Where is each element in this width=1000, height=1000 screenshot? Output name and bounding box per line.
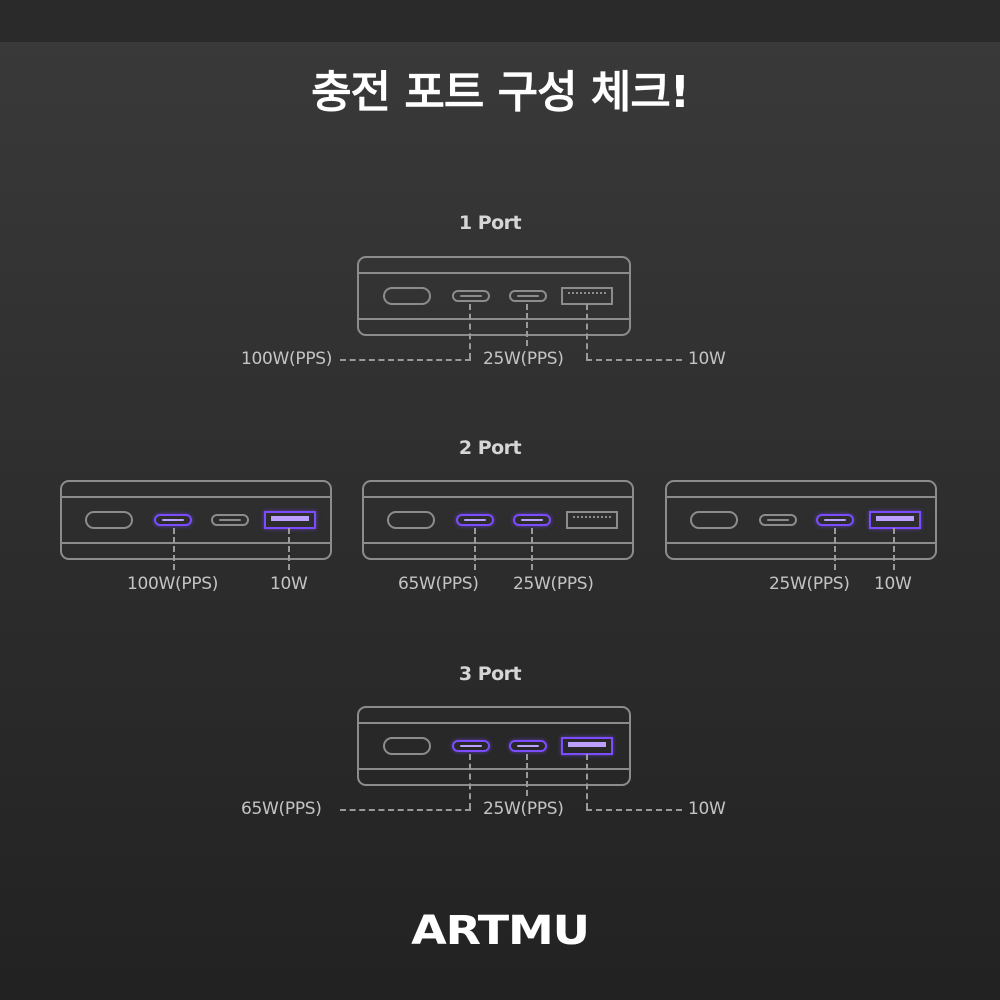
port-label: 10W <box>270 574 308 594</box>
usb-c-port-2-icon <box>211 514 249 526</box>
device-stripe-bottom <box>364 542 632 544</box>
section-label-2-port: 2 Port <box>458 437 522 459</box>
usb-a-port-icon <box>561 287 613 305</box>
power-button-icon <box>383 287 431 305</box>
device-stripe-bottom <box>667 542 935 544</box>
power-bank-1-port <box>357 256 631 336</box>
usb-c-port-2-icon <box>509 290 547 302</box>
device-stripe-top <box>364 496 632 498</box>
leader-line <box>474 528 476 570</box>
usb-c-port-1-icon <box>759 514 797 526</box>
leader-line <box>586 359 682 361</box>
usb-c-port-1-icon <box>154 514 192 526</box>
port-label: 25W(PPS) <box>513 574 594 594</box>
usb-c-port-1-icon <box>452 740 490 752</box>
usb-c-port-2-icon <box>513 514 551 526</box>
power-button-icon <box>383 737 431 755</box>
leader-line <box>469 754 471 809</box>
port-label: 25W(PPS) <box>769 574 850 594</box>
port-label: 100W(PPS) <box>127 574 219 594</box>
section-label-3-port: 3 Port <box>458 663 522 685</box>
usb-a-port-icon <box>561 737 613 755</box>
power-bank-2-port-a <box>60 480 332 560</box>
leader-line <box>173 528 175 570</box>
port-label: 65W(PPS) <box>398 574 479 594</box>
port-label: 10W <box>874 574 912 594</box>
leader-line <box>469 304 471 359</box>
power-button-icon <box>690 511 738 529</box>
device-stripe-bottom <box>359 318 629 320</box>
device-stripe-top <box>62 496 330 498</box>
port-label: 25W(PPS) <box>483 799 564 819</box>
port-label: 25W(PPS) <box>483 349 564 369</box>
port-label: 10W <box>688 799 726 819</box>
leader-line <box>526 754 528 796</box>
port-label: 10W <box>688 349 726 369</box>
usb-c-port-2-icon <box>816 514 854 526</box>
leader-line <box>340 359 471 361</box>
power-bank-2-port-b <box>362 480 634 560</box>
leader-line <box>834 528 836 570</box>
section-label-1-port: 1 Port <box>458 212 522 234</box>
leader-line <box>586 304 588 359</box>
leader-line <box>531 528 533 570</box>
device-stripe-bottom <box>359 768 629 770</box>
usb-a-port-icon <box>869 511 921 529</box>
port-label: 100W(PPS) <box>241 349 333 369</box>
leader-line <box>586 754 588 809</box>
device-stripe-bottom <box>62 542 330 544</box>
usb-a-port-icon <box>566 511 618 529</box>
usb-a-port-icon <box>264 511 316 529</box>
leader-line <box>288 528 290 570</box>
page-title: 충전 포트 구성 체크! <box>311 67 690 118</box>
top-bar <box>0 0 1000 42</box>
usb-c-port-1-icon <box>452 290 490 302</box>
usb-c-port-1-icon <box>456 514 494 526</box>
leader-line <box>586 809 682 811</box>
port-label: 65W(PPS) <box>241 799 322 819</box>
brand-logo: ARTMU <box>411 908 590 954</box>
leader-line <box>893 528 895 570</box>
device-stripe-top <box>667 496 935 498</box>
device-stripe-top <box>359 272 629 274</box>
power-button-icon <box>85 511 133 529</box>
leader-line <box>340 809 471 811</box>
power-bank-2-port-c <box>665 480 937 560</box>
power-bank-3-port <box>357 706 631 786</box>
usb-c-port-2-icon <box>509 740 547 752</box>
power-button-icon <box>387 511 435 529</box>
device-stripe-top <box>359 722 629 724</box>
leader-line <box>526 304 528 346</box>
